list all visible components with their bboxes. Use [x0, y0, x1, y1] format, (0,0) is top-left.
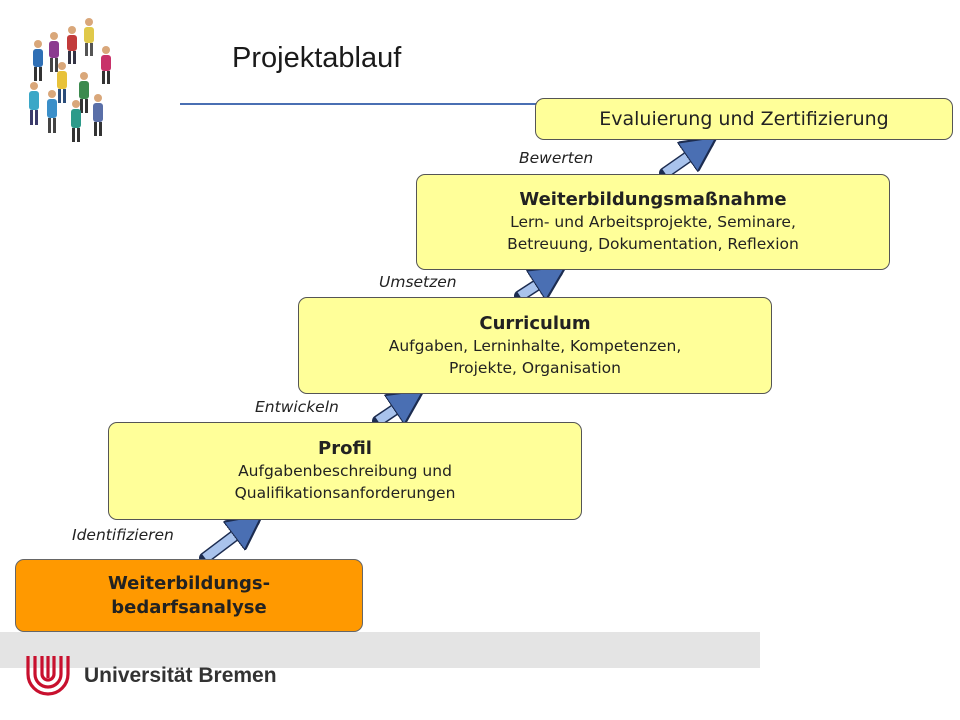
transition-label-bewerten: Bewerten — [519, 149, 594, 167]
step-description-line: Qualifikationsanforderungen — [234, 484, 456, 502]
step-box-profil: Profil Aufgabenbeschreibung und Qualifik… — [108, 422, 582, 520]
arrow-4 — [659, 143, 708, 179]
step-heading: Weiterbildungsmaßnahme — [519, 189, 787, 210]
university-seal-icon — [26, 656, 70, 696]
university-name: Universität Bremen — [84, 664, 277, 687]
step-heading: Curriculum — [479, 312, 591, 334]
step-heading-continued: bedarfsanalyse — [111, 596, 267, 618]
step-box-weiterbildungsmassnahme: Weiterbildungsmaßnahme Lern- und Arbeits… — [416, 174, 890, 270]
title-underline — [180, 103, 540, 105]
step-description-line: Lern- und Arbeitsprojekte, Seminare, — [510, 213, 796, 231]
step-description-line: Projekte, Organisation — [449, 358, 621, 377]
transition-label-umsetzen: Umsetzen — [379, 273, 457, 291]
step-box-evaluierung: Evaluierung und Zertifizierung — [535, 98, 953, 140]
step-description-line: Betreuung, Dokumentation, Reflexion — [507, 235, 799, 253]
arrow-1 — [199, 521, 254, 564]
people-illustration-icon — [29, 18, 111, 142]
step-heading: Evaluierung und Zertifizierung — [599, 108, 889, 130]
step-description-line: Aufgaben, Lerninhalte, Kompetenzen, — [388, 336, 682, 355]
arrow-2 — [372, 396, 415, 427]
footer-band — [0, 632, 760, 668]
slide-title: Projektablauf — [232, 42, 402, 74]
arrow-3 — [514, 272, 557, 302]
step-box-bedarfsanalyse: Weiterbildungs- bedarfsanalyse — [15, 559, 363, 632]
step-description-line: Aufgabenbeschreibung und — [238, 462, 452, 480]
transition-label-entwickeln: Entwickeln — [255, 398, 339, 416]
step-box-curriculum: Curriculum Aufgaben, Lerninhalte, Kompet… — [298, 297, 772, 394]
step-heading: Weiterbildungs- — [107, 572, 271, 594]
transition-label-identifizieren: Identifizieren — [72, 526, 174, 544]
step-heading: Profil — [318, 438, 372, 459]
